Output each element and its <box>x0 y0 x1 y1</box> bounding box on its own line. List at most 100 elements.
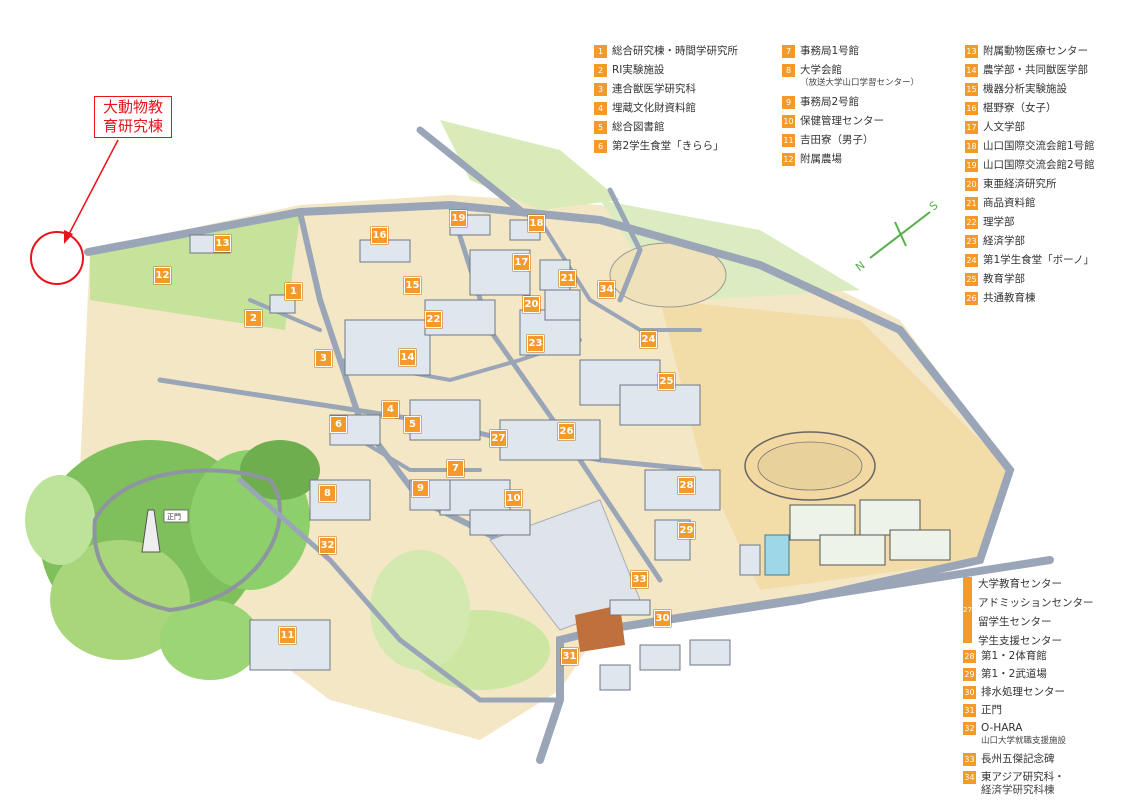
legend-label: RI実験施設 <box>612 64 665 76</box>
legend-item: 30 排水処理センター <box>963 686 1066 699</box>
legend-label: 経済学部 <box>983 235 1025 247</box>
pool <box>764 534 790 576</box>
legend-label: 大学教育センター <box>978 578 1062 590</box>
legend-number: 13 <box>965 45 978 58</box>
forest <box>25 440 550 690</box>
legend-number: 28 <box>963 650 976 663</box>
legend-sublabel: 経済学研究科棟 <box>981 784 1055 796</box>
annotation-arrow <box>67 139 119 237</box>
map-marker-10[interactable]: 10 <box>505 490 522 507</box>
map-marker-30[interactable]: 30 <box>654 610 671 627</box>
annotation-arrowhead <box>64 230 73 244</box>
legend-number: 26 <box>965 292 978 305</box>
legend-number: 23 <box>965 235 978 248</box>
map-marker-20[interactable]: 20 <box>523 296 540 313</box>
legend-number: 30 <box>963 686 976 699</box>
map-marker-15[interactable]: 15 <box>404 277 421 294</box>
legend-label: 連合獣医学研究科 <box>612 83 696 95</box>
map-marker-28[interactable]: 28 <box>678 477 695 494</box>
map-marker-29[interactable]: 29 <box>678 522 695 539</box>
legend-number: 6 <box>594 140 607 153</box>
legend-label: 排水処理センター <box>981 686 1065 698</box>
legend-label: 大学会館 <box>800 64 842 76</box>
map-marker-13[interactable]: 13 <box>214 235 231 252</box>
map-marker-34[interactable]: 34 <box>598 281 615 298</box>
legend-item: 22 理学部 <box>965 216 1095 229</box>
legend-number: 12 <box>782 153 795 166</box>
map-marker-4[interactable]: 4 <box>382 401 399 418</box>
gate-sign-box <box>163 509 189 523</box>
map-marker-5[interactable]: 5 <box>404 416 421 433</box>
map-marker-11[interactable]: 11 <box>279 627 296 644</box>
map-marker-31[interactable]: 31 <box>561 648 578 665</box>
legend-label: 学生支援センター <box>978 635 1062 647</box>
north-hill <box>440 120 620 210</box>
legend-label: 正門 <box>981 704 1002 716</box>
legend-number: 15 <box>965 83 978 96</box>
legend-label: 総合図書館 <box>612 121 665 133</box>
map-marker-22[interactable]: 22 <box>425 311 442 328</box>
legend-number: 8 <box>782 64 795 77</box>
legend-label: 機器分析実験施設 <box>983 83 1067 95</box>
legend-label: 事務局1号館 <box>800 45 860 57</box>
map-marker-21[interactable]: 21 <box>559 270 576 287</box>
map-marker-16[interactable]: 16 <box>371 227 388 244</box>
map-marker-24[interactable]: 24 <box>640 331 657 348</box>
legend-number: 1 <box>594 45 607 58</box>
map-marker-2[interactable]: 2 <box>245 310 262 327</box>
legend-number: 31 <box>963 704 976 717</box>
annotation-label: 大動物教 育研究棟 <box>94 96 172 138</box>
legend-number: 16 <box>965 102 978 115</box>
map-marker-18[interactable]: 18 <box>528 215 545 232</box>
legend-label: 椹野寮（女子） <box>983 102 1057 114</box>
legend-label: 事務局2号館 <box>800 96 860 108</box>
legend-sublabel: 山口大学就職支援施設 <box>981 736 1067 746</box>
legend-label: 山口国際交流会館2号館 <box>983 159 1095 171</box>
map-marker-17[interactable]: 17 <box>513 254 530 271</box>
legend-label: 東アジア研究科・ <box>981 771 1065 783</box>
legend-label: 教育学部 <box>983 273 1025 285</box>
legend-number: 22 <box>965 216 978 229</box>
map-marker-33[interactable]: 33 <box>631 571 648 588</box>
map-marker-26[interactable]: 26 <box>558 423 575 440</box>
legend-sublabel: （放送大学山口学習センター） <box>800 78 920 88</box>
legend-number: 29 <box>963 668 976 681</box>
map-marker-3[interactable]: 3 <box>315 350 332 367</box>
legend-label: 埋蔵文化財資料館 <box>612 102 696 114</box>
map-marker-8[interactable]: 8 <box>319 485 336 502</box>
map-marker-9[interactable]: 9 <box>412 480 429 497</box>
map-marker-23[interactable]: 23 <box>527 335 544 352</box>
map-marker-7[interactable]: 7 <box>447 460 464 477</box>
map-marker-25[interactable]: 25 <box>658 373 675 390</box>
legend-label: 理学部 <box>983 216 1015 228</box>
map-marker-19[interactable]: 19 <box>450 210 467 227</box>
map-marker-27[interactable]: 27 <box>490 430 507 447</box>
legend-label: 第1・2体育館 <box>981 650 1047 662</box>
map-marker-14[interactable]: 14 <box>399 349 416 366</box>
legend-item: 15 機器分析実験施設 <box>965 83 1095 96</box>
legend-item: 31 正門 <box>963 704 1066 717</box>
map-marker-1[interactable]: 1 <box>285 283 302 300</box>
legend-label: 保健管理センター <box>800 115 884 127</box>
compass-north: N <box>853 259 867 274</box>
track-infield <box>757 441 863 491</box>
map-marker-6[interactable]: 6 <box>330 416 347 433</box>
map-marker-12[interactable]: 12 <box>154 267 171 284</box>
map-marker-32[interactable]: 32 <box>319 537 336 554</box>
